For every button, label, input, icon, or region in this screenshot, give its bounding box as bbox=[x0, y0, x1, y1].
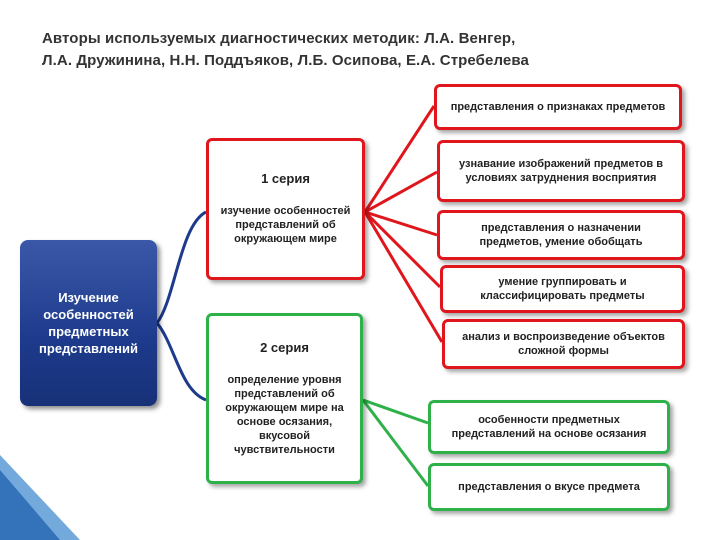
title-line-1: Авторы используемых диагностических мето… bbox=[42, 30, 516, 47]
series-1-item-4-text: умение группировать и классифицировать п… bbox=[480, 276, 645, 302]
series-1-box: 1 серия изучение особенностей представле… bbox=[206, 138, 365, 280]
series-2-label: 2 серия bbox=[260, 339, 309, 355]
connector-series1-item5 bbox=[363, 211, 444, 343]
series-1-item-2: узнавание изображений предметов в услови… bbox=[437, 140, 685, 202]
series-1-item-3-text: представления о назначении предметов, ум… bbox=[479, 222, 643, 248]
series-1-item-3: представления о назначении предметов, ум… bbox=[437, 210, 685, 260]
series-2-item-2: представления о вкусе предмета bbox=[428, 463, 670, 511]
connector-main-to-series1 bbox=[155, 210, 207, 324]
series-2-description: определение уровня представлений об окру… bbox=[225, 373, 344, 456]
connector-series1-item1 bbox=[363, 105, 436, 213]
series-2-item-2-text: представления о вкусе предмета bbox=[458, 481, 640, 493]
slide-title: Авторы используемых диагностических мето… bbox=[42, 28, 682, 72]
series-1-item-4: умение группировать и классифицировать п… bbox=[440, 265, 685, 313]
connector-series1-item3 bbox=[364, 210, 438, 237]
series-1-item-5-text: анализ и воспроизведение объектов сложно… bbox=[462, 331, 665, 357]
title-line-2: Л.А. Дружинина, Н.Н. Поддъяков, Л.Б. Оси… bbox=[42, 52, 529, 69]
series-2-box: 2 серия определение уровня представлений… bbox=[206, 313, 363, 484]
series-1-item-1: представления о признаках предметов bbox=[434, 84, 682, 130]
series-1-item-1-text: представления о признаках предметов bbox=[450, 101, 666, 113]
series-1-item-5: анализ и воспроизведение объектов сложно… bbox=[442, 319, 685, 369]
connector-main-to-series2 bbox=[155, 322, 207, 402]
main-topic-box: Изучение особенностей предметных предста… bbox=[20, 240, 157, 406]
series-2-item-1: особенности предметных представлений на … bbox=[428, 400, 670, 454]
series-2-item-1-text: особенности предметных представлений на … bbox=[451, 414, 647, 440]
connector-series2-item2 bbox=[361, 399, 430, 487]
series-1-item-2-text: узнавание изображений предметов в услови… bbox=[459, 158, 663, 184]
main-topic-label: Изучение особенностей предметных предста… bbox=[39, 290, 138, 356]
series-1-label: 1 серия bbox=[261, 171, 310, 186]
series-1-description: изучение особенностей представлений об о… bbox=[220, 205, 351, 245]
connector-series1-item2 bbox=[364, 170, 438, 214]
connector-series2-item1 bbox=[362, 398, 429, 425]
connector-series1-item4 bbox=[363, 210, 442, 289]
